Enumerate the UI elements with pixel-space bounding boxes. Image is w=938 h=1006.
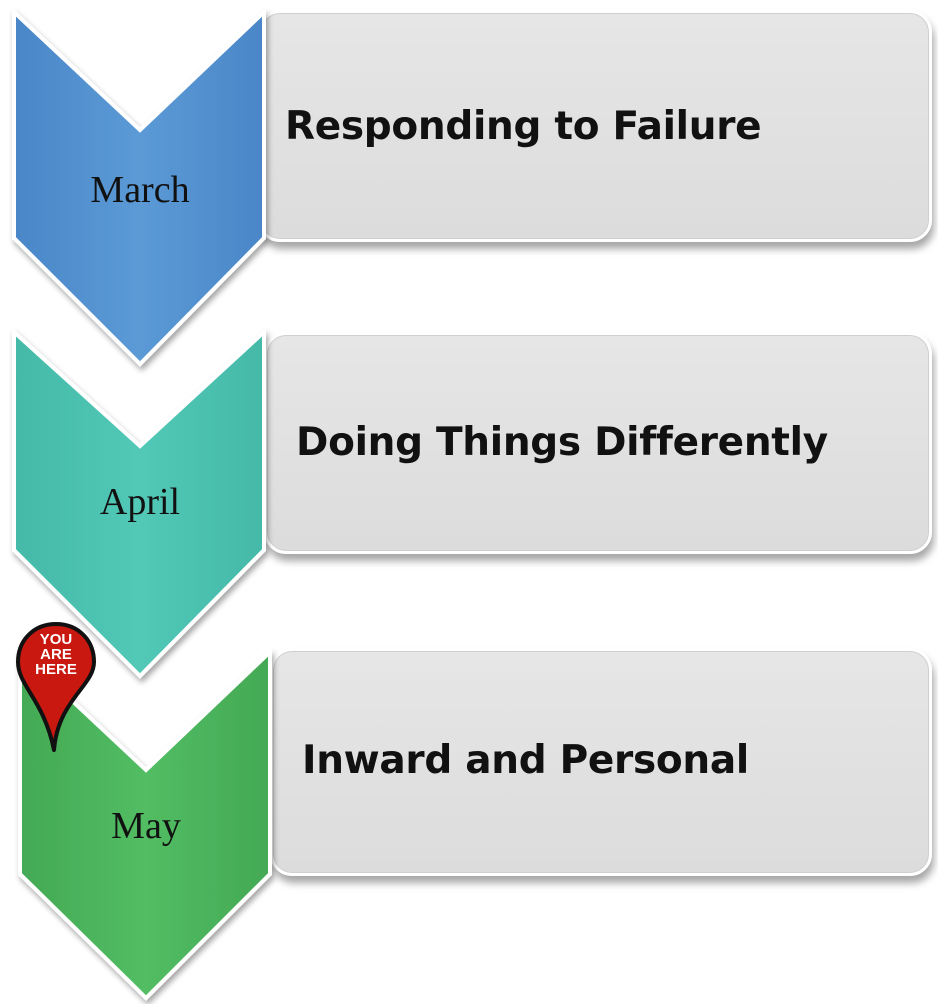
chevron-may bbox=[18, 647, 272, 1001]
marker-text-line3: HERE bbox=[35, 661, 77, 678]
marker-text-line1: YOU bbox=[39, 631, 73, 648]
step-title-may: Inward and Personal bbox=[302, 738, 749, 783]
chevron-march bbox=[12, 7, 266, 367]
step-card-may bbox=[270, 648, 932, 876]
map-pin-icon bbox=[16, 622, 96, 752]
month-label-march: March bbox=[90, 169, 190, 211]
marker-text-line2: ARE bbox=[40, 646, 72, 663]
step-title-march: Responding to Failure bbox=[285, 104, 762, 149]
step-title-april: Doing Things Differently bbox=[296, 420, 828, 465]
month-label-may: May bbox=[111, 805, 181, 847]
step-card-march bbox=[258, 10, 932, 242]
you-are-here-marker: YOU ARE HERE bbox=[14, 620, 98, 754]
month-label-april: April bbox=[99, 481, 181, 523]
chevron-april bbox=[12, 327, 266, 679]
